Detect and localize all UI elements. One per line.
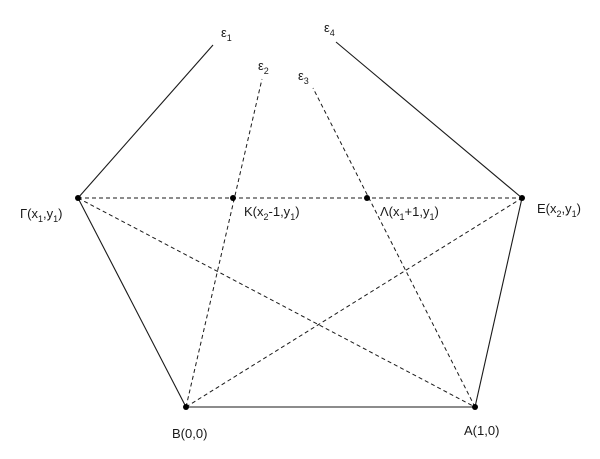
diagonal-b-e	[185, 197, 523, 408]
point-gamma	[75, 195, 81, 201]
label-b: B(0,0)	[172, 426, 207, 441]
label-k: K(x2-1,y1)	[244, 204, 300, 222]
side-gamma-b	[77, 197, 187, 408]
label-epsilon2: ε2	[258, 58, 269, 76]
label-epsilon1: ε1	[221, 25, 232, 43]
dashed-lines	[77, 78, 523, 408]
point-b	[183, 404, 189, 410]
label-lambda: Λ(x1+1,y1)	[380, 204, 439, 222]
label-a: A(1,0)	[464, 423, 499, 438]
point-e	[519, 195, 525, 201]
line-epsilon2	[185, 78, 263, 408]
label-gamma: Γ(x1,y1)	[20, 206, 63, 224]
line-epsilon1	[77, 44, 214, 199]
solid-lines	[77, 41, 523, 408]
point-a	[472, 404, 478, 410]
line-epsilon4	[335, 41, 523, 199]
line-epsilon3	[312, 87, 476, 408]
label-epsilon4: ε4	[324, 20, 335, 38]
labels: B(0,0) A(1,0) Γ(x1,y1) E(x2,y1) K(x2-1,y…	[20, 20, 581, 441]
points	[75, 195, 525, 410]
point-k	[230, 195, 236, 201]
label-epsilon3: ε3	[298, 68, 309, 86]
label-e: E(x2,y1)	[537, 201, 581, 219]
side-a-e	[474, 197, 523, 408]
point-lambda	[364, 195, 370, 201]
diagonal-gamma-a	[77, 197, 476, 408]
